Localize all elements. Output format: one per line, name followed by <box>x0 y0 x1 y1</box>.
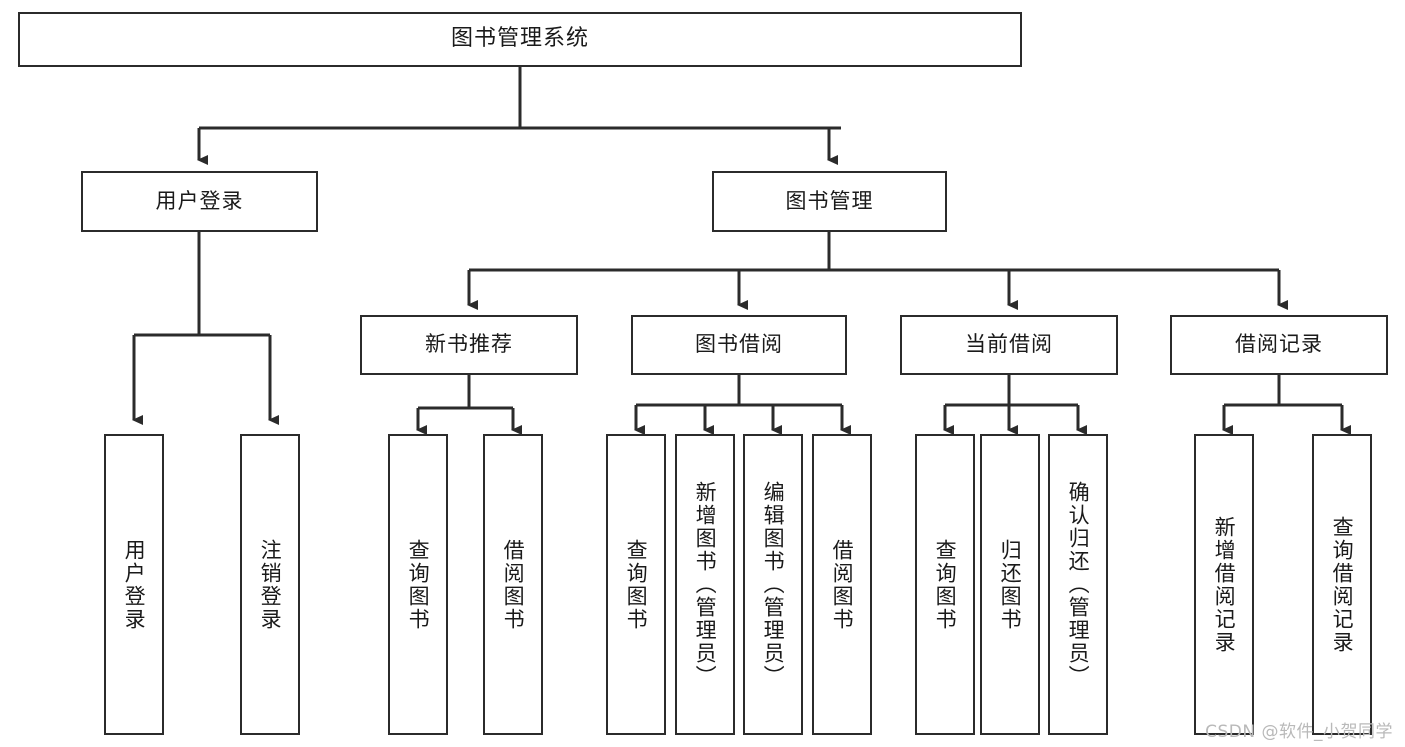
leaf-current-query-book[interactable]: 查询图书 <box>915 434 975 735</box>
node-current-borrow[interactable]: 当前借阅 <box>900 315 1118 375</box>
node-label: 编辑图书（管理员） <box>761 481 786 688</box>
node-label: 查询图书 <box>933 538 958 631</box>
node-label: 图书管理系统 <box>450 26 589 52</box>
leaf-borrow-query-book[interactable]: 查询图书 <box>606 434 666 735</box>
leaf-borrow-add-book-admin[interactable]: 新增图书（管理员） <box>675 434 735 735</box>
node-root-book-management-system[interactable]: 图书管理系统 <box>18 12 1022 67</box>
node-label: 查询借阅记录 <box>1330 515 1355 654</box>
node-book-management[interactable]: 图书管理 <box>712 171 947 232</box>
node-label: 新增借阅记录 <box>1212 515 1237 654</box>
node-label: 确认归还（管理员） <box>1066 481 1091 688</box>
node-user-login[interactable]: 用户登录 <box>81 171 318 232</box>
node-book-borrow[interactable]: 图书借阅 <box>631 315 847 375</box>
node-label: 用户登录 <box>155 188 244 213</box>
node-label: 查询图书 <box>624 538 649 631</box>
node-borrow-record[interactable]: 借阅记录 <box>1170 315 1388 375</box>
node-label: 借阅记录 <box>1235 332 1323 357</box>
node-label: 归还图书 <box>998 538 1023 631</box>
node-label: 图书借阅 <box>695 332 783 357</box>
node-new-book-recommend[interactable]: 新书推荐 <box>360 315 578 375</box>
leaf-user-login-logout[interactable]: 注销登录 <box>240 434 300 735</box>
node-label: 图书管理 <box>785 188 874 213</box>
leaf-record-query-borrow-record[interactable]: 查询借阅记录 <box>1312 434 1372 735</box>
node-label: 借阅图书 <box>830 538 855 631</box>
node-label: 当前借阅 <box>965 332 1053 357</box>
leaf-borrow-borrow-book[interactable]: 借阅图书 <box>812 434 872 735</box>
leaf-recommend-query-book[interactable]: 查询图书 <box>388 434 448 735</box>
leaf-borrow-edit-book-admin[interactable]: 编辑图书（管理员） <box>743 434 803 735</box>
leaf-current-confirm-return-admin[interactable]: 确认归还（管理员） <box>1048 434 1108 735</box>
leaf-record-add-borrow-record[interactable]: 新增借阅记录 <box>1194 434 1254 735</box>
node-label: 借阅图书 <box>501 538 526 631</box>
watermark: CSDN @软件_小贺同学 <box>1205 722 1393 742</box>
node-label: 用户登录 <box>122 538 147 631</box>
leaf-user-login-login[interactable]: 用户登录 <box>104 434 164 735</box>
node-label: 查询图书 <box>406 538 431 631</box>
node-label: 新增图书（管理员） <box>693 481 718 688</box>
leaf-recommend-borrow-book[interactable]: 借阅图书 <box>483 434 543 735</box>
node-label: 新书推荐 <box>425 332 513 357</box>
leaf-current-return-book[interactable]: 归还图书 <box>980 434 1040 735</box>
node-label: 注销登录 <box>258 538 283 631</box>
